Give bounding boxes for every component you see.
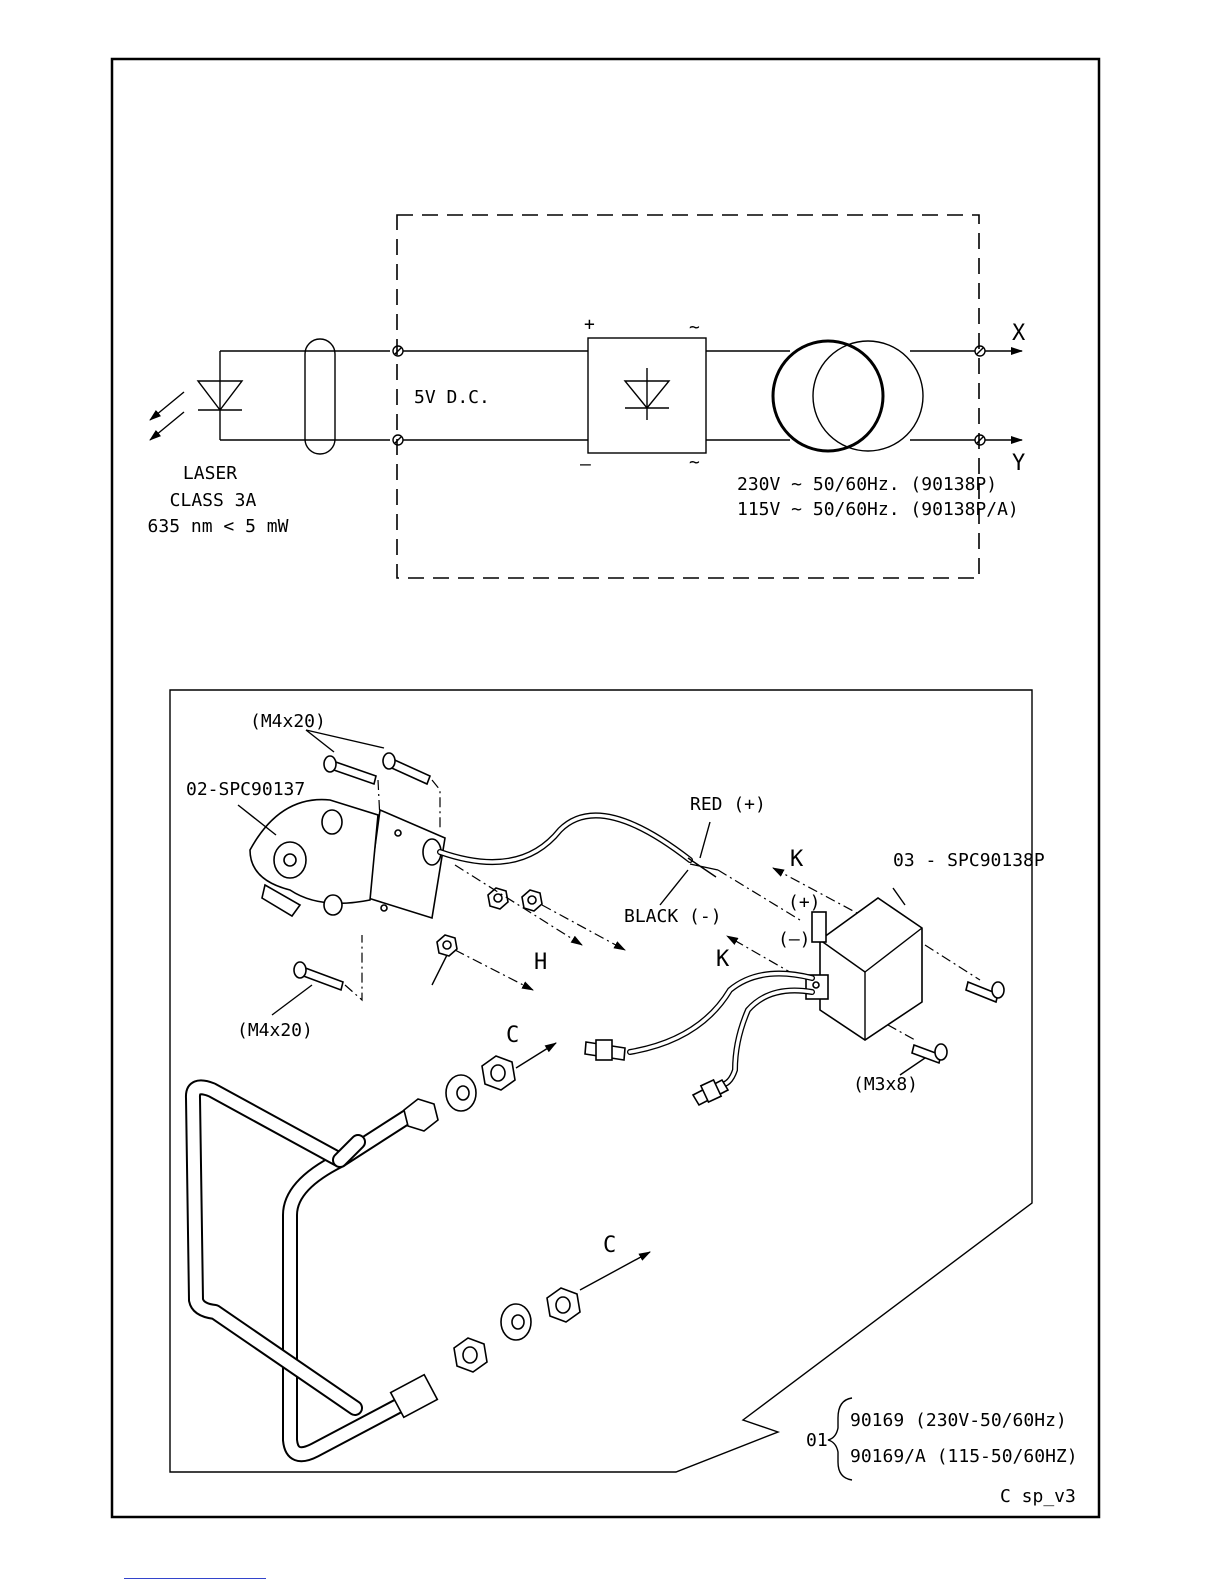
transformer-box [806,898,922,1040]
transformer-symbol [773,341,923,451]
output-y-label: Y [1012,451,1025,476]
arrow-c-lower-label: C [603,1233,616,1258]
screw-m3-label: (M3x8) [853,1074,918,1095]
laser-head [250,800,445,918]
laser-part-label: 02-SPC90137 [186,779,305,800]
screw-m4-top-right [383,753,430,784]
nut-upper [482,1056,515,1090]
drawing-code: C sp_v3 [1000,1486,1076,1507]
arrow-c-upper-label: C [506,1023,519,1048]
cable-sleeve [305,339,335,454]
ac-bottom-label: ~ [689,452,700,473]
nut-2 [522,890,542,911]
wiring-schematic: LASER CLASS 3A 635 nm < 5 mW 5V D.C. + —… [148,215,1026,578]
screw-m4-bottom-label: (M4x20) [237,1020,313,1041]
variant-115-label: 90169/A (115-50/60HZ) [850,1446,1078,1467]
ac-top-label: ~ [689,317,700,338]
minus-label: — [580,454,591,475]
arrow-k-lower-label: K [716,947,730,972]
item-number-label: 01 [806,1430,828,1451]
washer-upper [446,1075,476,1111]
red-wire-label: RED (+) [690,794,766,815]
laser-label: LASER [183,463,237,484]
laser-class-label: CLASS 3A [170,490,257,511]
screw-m4-bottom [294,962,343,990]
positive-terminal-label: (+) [788,892,821,913]
nut-lower-1 [454,1338,487,1372]
supply-115-label: 115V ~ 50/60Hz. (90138P/A) [737,499,1019,520]
washer-lower [501,1304,531,1340]
screw-m3-right [966,982,1004,1002]
footer-rule [124,1578,266,1579]
arrow-k-upper-label: K [790,847,804,872]
screw-m4-top-left [324,756,376,784]
screw-m3-bottom [912,1044,947,1063]
plus-label: + [584,314,595,335]
nut-3 [437,935,457,956]
laser-spec-label: 635 nm < 5 mW [148,516,289,537]
laser-diode-symbol [150,351,390,440]
negative-terminal-label: (–) [778,929,811,950]
arrow-h-label: H [534,950,547,975]
nut-lower-2 [547,1288,580,1322]
exploded-assembly: (M4x20) (M4x20) 02-SPC90137 RED (+) BLAC… [170,690,1078,1480]
output-x-label: X [1012,321,1026,346]
screw-m4-top-label: (M4x20) [250,711,326,732]
mounting-frame [193,1087,438,1454]
transformer-part-label: 03 - SPC90138P [893,850,1045,871]
nut-1 [488,888,508,909]
rectifier-symbol [588,338,706,453]
supply-230-label: 230V ~ 50/60Hz. (90138P) [737,474,997,495]
black-wire-label: BLACK (-) [624,906,722,927]
spade-connector-2 [693,1080,728,1105]
dc-voltage-label: 5V D.C. [414,387,490,408]
variant-brace [828,1398,852,1480]
variant-230-label: 90169 (230V-50/60Hz) [850,1410,1067,1431]
spade-connector-1 [585,1040,625,1060]
